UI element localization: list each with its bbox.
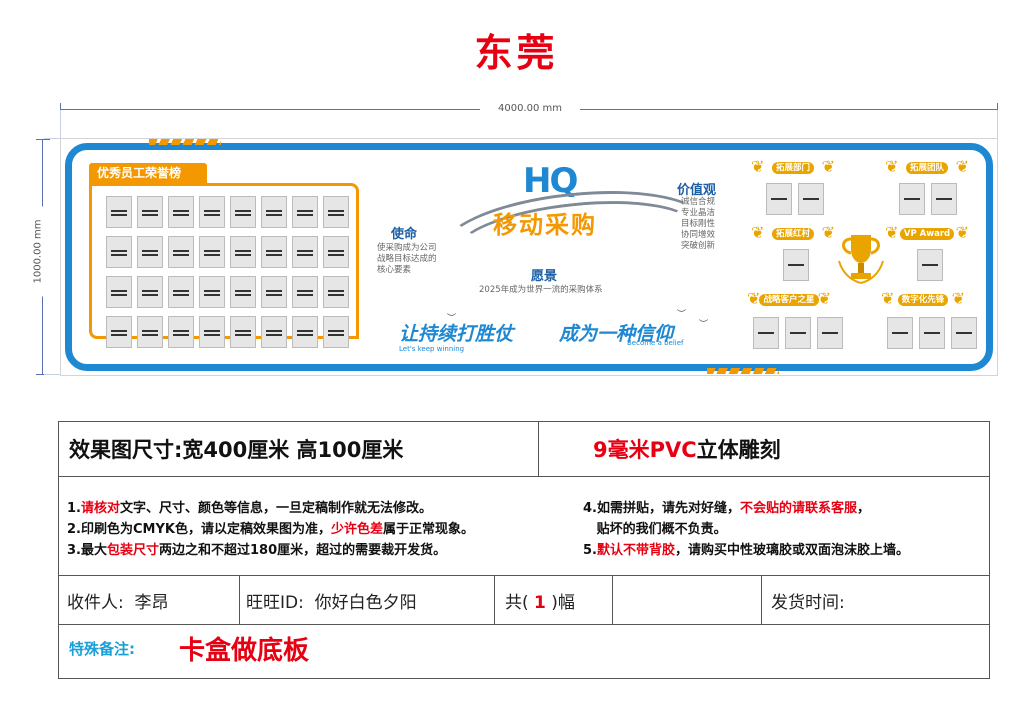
bird-icon: ︶	[677, 310, 687, 320]
honor-card	[230, 316, 256, 348]
note-4-cont: 贴坏的我们概不负责。	[583, 522, 727, 537]
material-spec: 9毫米PVC立体雕刻	[593, 438, 781, 462]
orange-stripe-bottom	[707, 368, 779, 374]
note-4: 4.如需拼贴，请先对好缝，不会贴的请联系客服，	[583, 501, 871, 516]
honor-card	[106, 316, 132, 348]
size-material-row: 效果图尺寸:宽400厘米 高100厘米 9毫米PVC立体雕刻	[59, 422, 989, 477]
shipping-row: 收件人: 李昂 旺旺ID: 你好白色夕阳 共( 1 )幅 发货时间:	[59, 576, 989, 625]
quantity-field: 共( 1 )幅	[505, 593, 575, 613]
height-guide-bottom	[44, 374, 60, 375]
honor-card	[199, 196, 225, 228]
honor-card	[292, 316, 318, 348]
bird-icon: ︶	[699, 320, 709, 330]
honor-card	[323, 196, 349, 228]
note-2: 2.印刷色为CMYK色，请以定稿效果图为准，少许色差属于正常现象。	[67, 522, 474, 537]
honor-card	[230, 196, 256, 228]
honor-card-grid	[106, 196, 349, 348]
remark-label: 特殊备注:	[69, 640, 135, 658]
honor-card	[199, 236, 225, 268]
vision-body: 2025年成为世界一流的采购体系	[479, 285, 603, 295]
values-title: 价值观	[677, 183, 717, 198]
note-1: 1.请核对文字、尺寸、颜色等信息，一旦定稿制作就无法修改。	[67, 501, 433, 516]
blank-cell	[613, 576, 762, 624]
honor-card	[261, 316, 287, 348]
award-label-5: ❦战略客户之星❦	[747, 289, 831, 308]
honor-card	[106, 236, 132, 268]
values-body: 诚信合规 专业晶洁 目标刚性 协同增效 突破创新	[681, 197, 716, 251]
slogan-keep-winning: 让持续打胜仗	[399, 323, 514, 345]
city-title: 东莞	[474, 31, 559, 75]
honor-card	[168, 276, 194, 308]
honor-card	[261, 236, 287, 268]
note-3: 3.最大包装尺寸两边之和不超过180厘米，超过的需要裁开发货。	[67, 543, 447, 558]
main-title: 移动采购	[493, 210, 597, 239]
honor-card	[292, 236, 318, 268]
size-spec: 效果图尺寸:宽400厘米 高100厘米	[69, 438, 404, 462]
bird-icon: ︶	[447, 314, 457, 324]
trophy-icon	[838, 235, 884, 284]
award-slots-6	[887, 317, 977, 349]
mission-title: 使命	[391, 227, 418, 242]
award-slots-2	[899, 183, 957, 215]
width-guide-left	[60, 110, 61, 138]
order-info-table: 效果图尺寸:宽400厘米 高100厘米 9毫米PVC立体雕刻 1.请核对文字、尺…	[58, 421, 990, 679]
award-slots-1	[766, 183, 824, 215]
honor-card	[137, 236, 163, 268]
honor-card	[230, 276, 256, 308]
honor-wall: 优秀员工荣誉榜	[89, 163, 359, 348]
recipient-field: 收件人: 李昂	[67, 593, 169, 613]
award-slots-3	[783, 249, 809, 281]
honor-card	[168, 196, 194, 228]
award-label-2: ❦拓展团队❦	[885, 157, 969, 176]
honor-card	[323, 276, 349, 308]
notes-row: 1.请核对文字、尺寸、颜色等信息，一旦定稿制作就无法修改。 2.印刷色为CMYK…	[59, 477, 989, 576]
honor-card	[199, 316, 225, 348]
award-label-6: ❦数字化先锋❦	[881, 289, 965, 308]
height-guide-top	[44, 138, 60, 139]
honor-card	[292, 196, 318, 228]
honor-card	[199, 276, 225, 308]
slogan-belief-en: Become a belief	[627, 339, 684, 347]
honor-card	[137, 316, 163, 348]
honor-card	[106, 196, 132, 228]
slogan-keep-winning-en: Let's keep winning	[399, 345, 465, 353]
award-label-3: ❦拓展红村❦	[751, 223, 835, 242]
honor-card	[230, 236, 256, 268]
honor-wall-frame	[89, 183, 359, 348]
honor-card	[106, 276, 132, 308]
remark-value: 卡盒做底板	[179, 636, 310, 666]
mission-body: 使采购成为公司 战略目标达成的 核心要素	[377, 243, 437, 275]
board-blue-frame	[65, 143, 993, 371]
wall-board-preview: 优秀员工荣誉榜 HQ 移动采购 使命 使采购成为公司 战略目标达成的 核心要素 …	[60, 138, 998, 376]
honor-card	[168, 316, 194, 348]
honor-card	[323, 236, 349, 268]
note-5: 5.默认不带背胶，请购买中性玻璃胶或双面泡沫胶上墙。	[583, 543, 910, 558]
wangwang-field: 旺旺ID: 你好白色夕阳	[246, 593, 417, 613]
width-guide-right	[997, 110, 998, 138]
height-dimension-label: 1000.00 mm	[32, 206, 44, 297]
honor-card	[292, 276, 318, 308]
honor-card	[137, 276, 163, 308]
honor-card	[261, 196, 287, 228]
honor-card	[137, 196, 163, 228]
vision-title: 愿景	[531, 269, 558, 284]
award-label-4: ❦VP Award❦	[885, 223, 969, 242]
orange-stripe-top	[149, 139, 221, 145]
honor-card	[261, 276, 287, 308]
ship-time-label: 发货时间:	[771, 593, 845, 613]
honor-card	[168, 236, 194, 268]
width-dimension-label: 4000.00 mm	[480, 103, 580, 114]
slogan-belief: 成为一种信仰	[559, 323, 674, 345]
award-slots-4	[917, 249, 943, 281]
honor-wall-title: 优秀员工荣誉榜	[89, 163, 207, 183]
award-slots-5	[753, 317, 843, 349]
honor-card	[323, 316, 349, 348]
hq-logo: HQ	[523, 161, 578, 201]
award-label-1: ❦拓展部门❦	[751, 157, 835, 176]
